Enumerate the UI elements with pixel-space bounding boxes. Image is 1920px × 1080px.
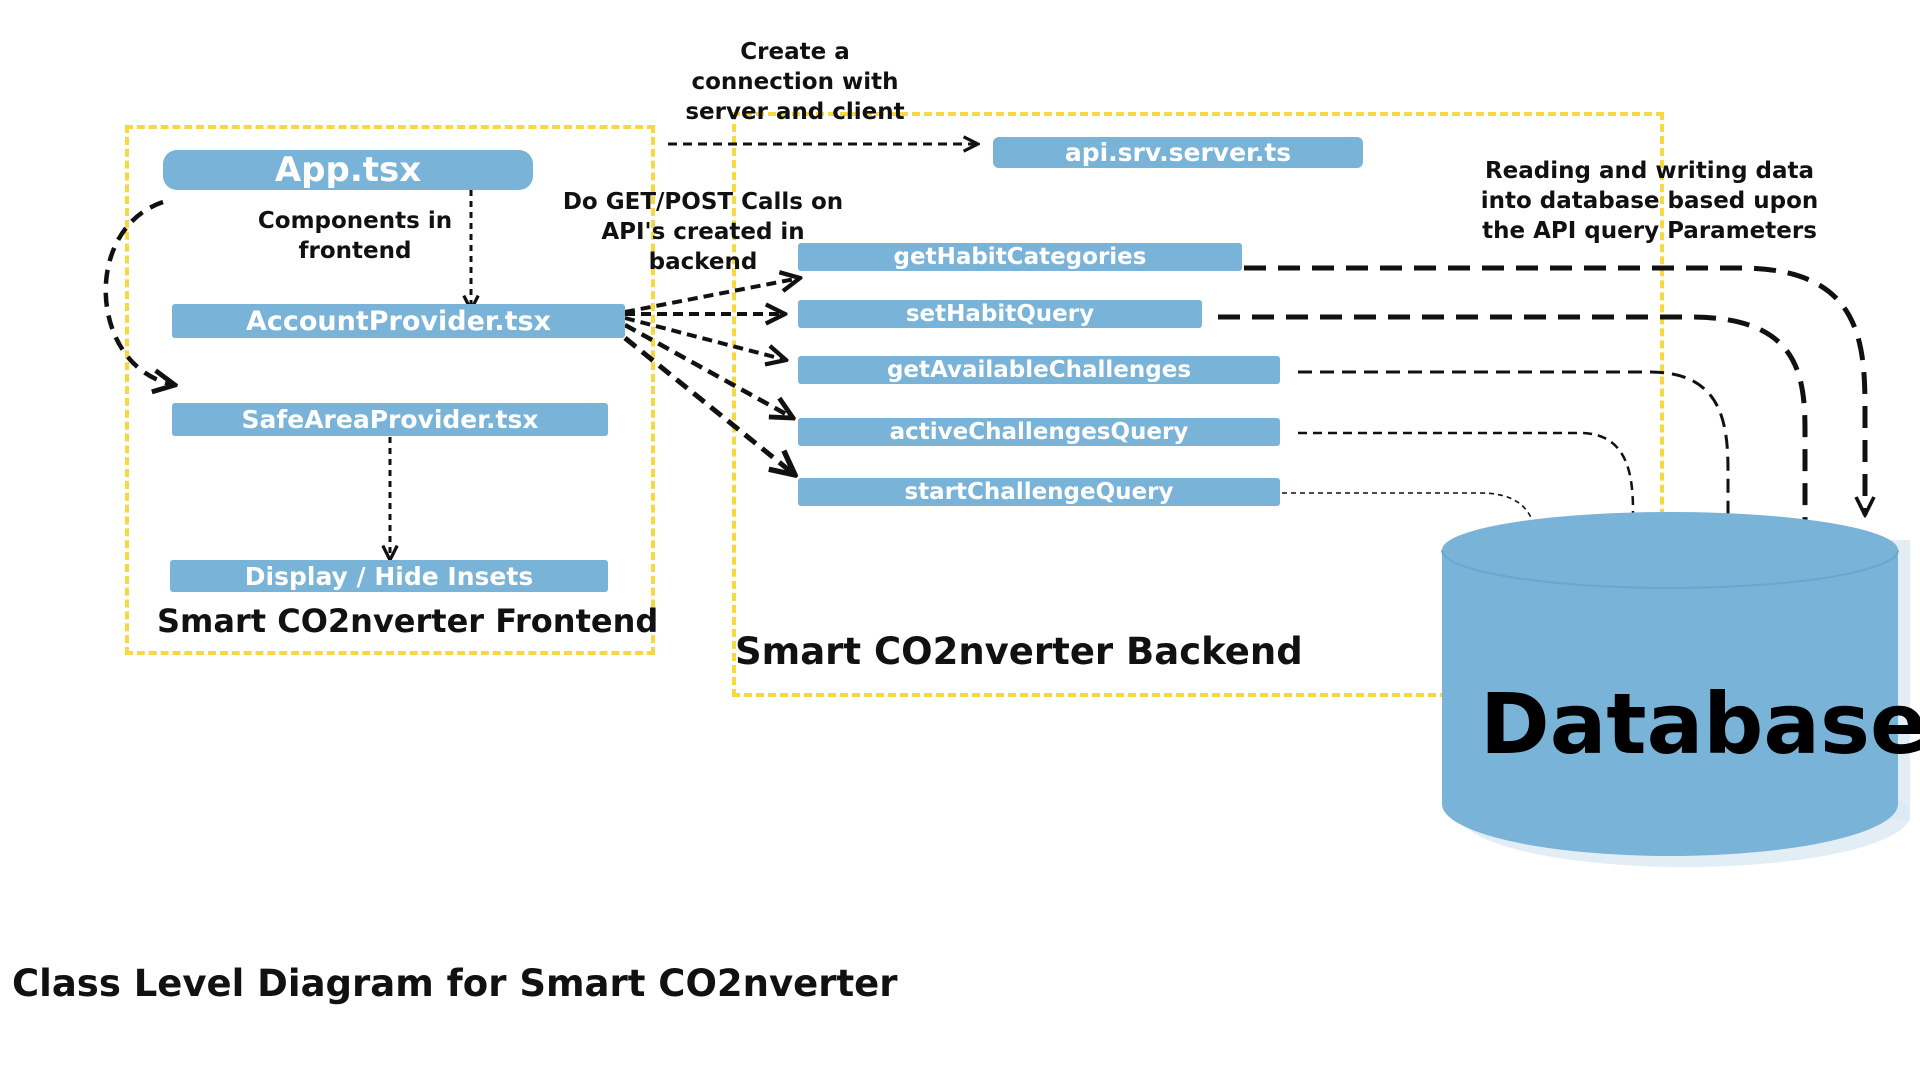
accountprovider-node: AccountProvider.tsx xyxy=(172,304,625,338)
app-node: App.tsx xyxy=(163,150,533,190)
safeareaprovider-node: SafeAreaProvider.tsx xyxy=(172,403,608,436)
connection-note: Create a connection with server and clie… xyxy=(685,39,905,125)
activechallengesquery-node: activeChallengesQuery xyxy=(798,418,1280,446)
getavailablechallenges-node: getAvailableChallenges xyxy=(798,356,1280,384)
database-label: Database xyxy=(1480,675,1920,773)
components-note: Components in frontend xyxy=(257,208,453,264)
read-write-note: Reading and writing data into database b… xyxy=(1480,158,1819,244)
api-calls-note: Do GET/POST Calls on API's created in ba… xyxy=(562,189,844,275)
diagram-caption: Class Level Diagram for Smart CO2nverter xyxy=(12,962,898,1005)
backend-group-title: Smart CO2nverter Backend xyxy=(735,630,1303,673)
frontend-group-title: Smart CO2nverter Frontend xyxy=(157,602,659,640)
startchallengequery-node: startChallengeQuery xyxy=(798,478,1280,506)
server-node: api.srv.server.ts xyxy=(993,137,1363,168)
sethabitquery-node: setHabitQuery xyxy=(798,300,1202,328)
display-hide-insets-node: Display / Hide Insets xyxy=(170,560,608,592)
gethabitcategories-node: getHabitCategories xyxy=(798,243,1242,271)
